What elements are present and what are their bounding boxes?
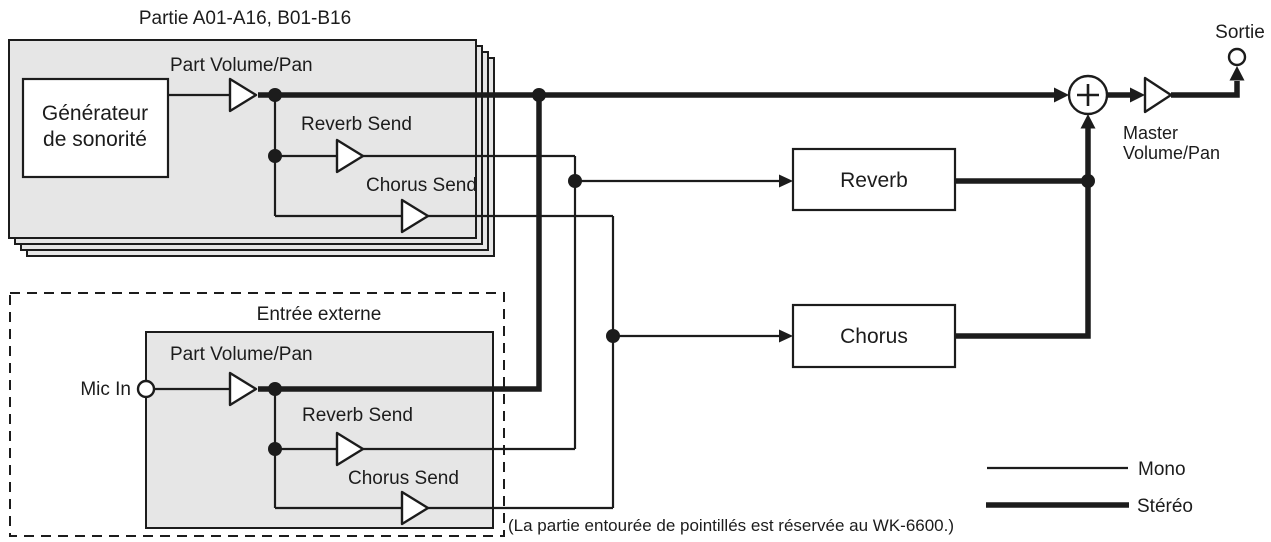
mic-part-volume-pan-label: Part Volume/Pan bbox=[170, 344, 313, 365]
chorus-send-label: Chorus Send bbox=[366, 175, 477, 196]
mic-reverb-send-label: Reverb Send bbox=[302, 405, 413, 426]
tone-generator-box bbox=[21, 77, 170, 179]
reverb-input-arrow-icon bbox=[779, 174, 793, 188]
mic-chorus-send-label: Chorus Send bbox=[348, 468, 459, 489]
reverb-send-label: Reverb Send bbox=[301, 114, 412, 135]
legend-mono-label: Mono bbox=[1138, 459, 1186, 480]
external-input-dashed-box bbox=[9, 292, 505, 537]
junction-dot bbox=[568, 174, 582, 188]
part-volume-pan-amp-icon bbox=[228, 77, 258, 113]
master-label-line1: Master bbox=[1123, 123, 1178, 143]
reverb-send-amp-icon bbox=[335, 138, 365, 174]
mic-in-label: Mic In bbox=[80, 379, 131, 400]
mic-part-volume-pan-amp-icon bbox=[228, 371, 258, 407]
mono-signal-lines bbox=[153, 93, 781, 510]
junction-dot bbox=[1081, 174, 1095, 188]
reverb-box bbox=[791, 147, 957, 212]
chorus-box bbox=[791, 303, 957, 369]
mic-chorus-send-amp-icon bbox=[400, 490, 430, 526]
mic-in-jack-icon bbox=[136, 379, 156, 399]
mic-reverb-send-amp-icon bbox=[335, 431, 365, 467]
stereo-signal-lines bbox=[258, 81, 1240, 392]
tone-parts-title: Partie A01-A16, B01-B16 bbox=[139, 8, 351, 29]
output-arrow-icon bbox=[1229, 66, 1245, 81]
amplifiers bbox=[228, 76, 1173, 526]
chorus-box-label: Chorus bbox=[840, 325, 908, 348]
master-volume-pan-amp-icon bbox=[1143, 76, 1173, 114]
output-jack-icon bbox=[1227, 47, 1247, 67]
master-input-arrow-icon bbox=[1130, 87, 1145, 103]
chorus-output-riser-line bbox=[955, 128, 1091, 339]
junction-dot bbox=[268, 382, 282, 396]
tone-generator-label-line2: de sonorité bbox=[43, 128, 147, 151]
plus-icon bbox=[1077, 84, 1099, 106]
junction-dots bbox=[268, 88, 1095, 456]
sum-node-icon bbox=[1067, 74, 1109, 116]
junction-dot bbox=[532, 88, 546, 102]
output-label: Sortie bbox=[1215, 22, 1265, 43]
tone-generator-label-line1: Générateur bbox=[42, 102, 148, 125]
master-label-line2: Volume/Pan bbox=[1123, 143, 1220, 163]
arrowheads bbox=[779, 66, 1245, 343]
junction-dot bbox=[268, 149, 282, 163]
junction-dot bbox=[268, 442, 282, 456]
external-input-panel bbox=[145, 331, 494, 529]
legend-stereo-label: Stéréo bbox=[1137, 496, 1193, 517]
chorus-input-arrow-icon bbox=[779, 329, 793, 343]
junction-dot bbox=[606, 329, 620, 343]
reverb-box-label: Reverb bbox=[840, 169, 908, 192]
junction-dot bbox=[268, 88, 282, 102]
footnote: (La partie entourée de pointillés est ré… bbox=[508, 516, 954, 535]
external-input-title: Entrée externe bbox=[257, 304, 382, 325]
chorus-send-amp-icon bbox=[400, 198, 430, 234]
sum-left-arrow-icon bbox=[1054, 87, 1069, 103]
master-to-output-line bbox=[1171, 81, 1240, 98]
mic-stereo-riser-line bbox=[258, 95, 542, 392]
legend: Mono Stéréo bbox=[986, 459, 1193, 517]
part-volume-pan-label: Part Volume/Pan bbox=[170, 55, 313, 76]
sum-bottom-arrow-icon bbox=[1080, 114, 1096, 129]
